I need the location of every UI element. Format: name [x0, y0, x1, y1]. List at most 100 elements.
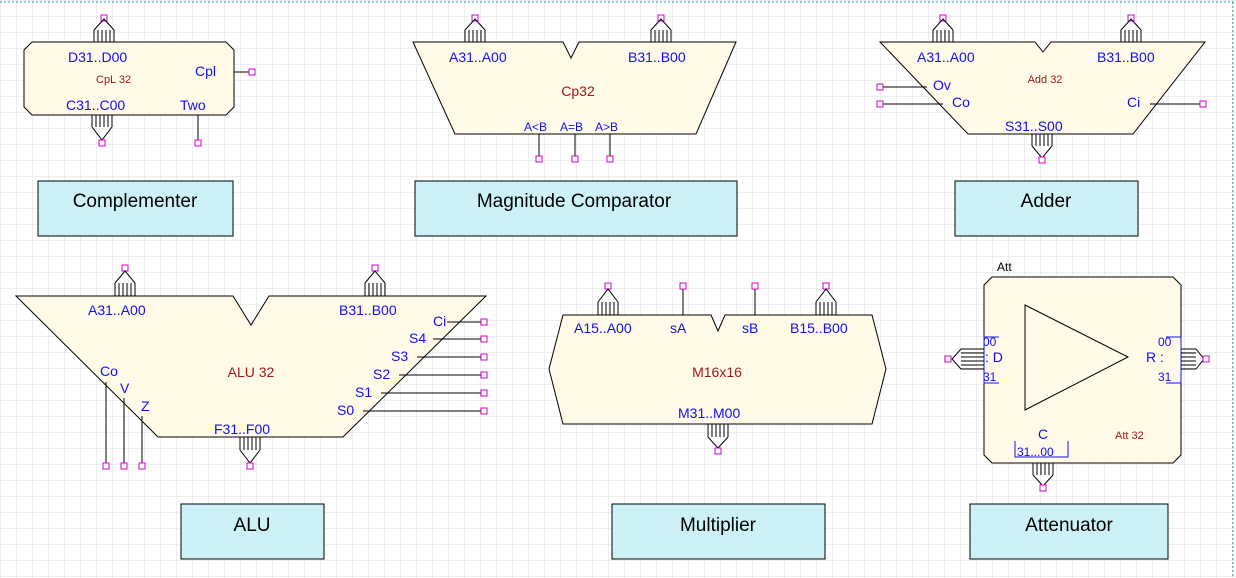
- bus-connector-b[interactable]: [1120, 14, 1142, 42]
- comparator-component[interactable]: A31..A00 B31..B00 Cp32 A<B A=B A>B Magni…: [412, 14, 738, 237]
- pin-ci[interactable]: [1199, 100, 1207, 108]
- multiplier-caption-box: [611, 503, 826, 560]
- bus-connector-b[interactable]: [650, 14, 672, 42]
- pin-label-s2: S2: [373, 366, 390, 382]
- adder-caption-box: [954, 180, 1139, 237]
- attenuator-caption: Attenuator: [1025, 515, 1113, 536]
- pin-s1[interactable]: [480, 389, 488, 397]
- pin-label-a: A15..A00: [574, 320, 632, 336]
- pin-label-co: Co: [952, 94, 970, 110]
- pin-ov[interactable]: [876, 83, 884, 91]
- pin-label-d-bottom: 31: [983, 370, 997, 384]
- pin-label-s0: S0: [337, 402, 354, 418]
- pin-label-d: D31..D00: [68, 49, 127, 65]
- alu-body[interactable]: [14, 295, 488, 438]
- pin-co[interactable]: [876, 100, 884, 108]
- bus-connector-a[interactable]: [464, 14, 486, 42]
- bus-connector-b[interactable]: [364, 264, 386, 296]
- pin-label-co: Co: [100, 363, 118, 379]
- bus-connector-bottom[interactable]: [91, 115, 113, 147]
- r-bracket: [1166, 336, 1182, 384]
- pin-v[interactable]: [120, 462, 128, 470]
- attenuator-component[interactable]: Att 00 : D 31 00 R : 31 C 31...00: [944, 260, 1210, 560]
- pin-label-cpl: Cpl: [195, 63, 216, 79]
- pin-label-r-top: 00: [1158, 335, 1172, 349]
- pin-co[interactable]: [102, 462, 110, 470]
- pin-sb[interactable]: [751, 282, 759, 290]
- pin-label-s: S31..S00: [1005, 118, 1063, 134]
- pin-label-ov: Ov: [933, 77, 951, 93]
- adder-body[interactable]: [878, 41, 1207, 135]
- complementer-caption: Complementer: [73, 191, 198, 212]
- alu-component[interactable]: A31..A00 B31..B00 Ci S4 S3 S2 S1 S0 ALU …: [14, 264, 488, 560]
- pin-label-d-top: 00: [983, 335, 997, 349]
- adder-component[interactable]: A31..A00 B31..B00 Add 32 Ov Co Ci S31..S…: [876, 14, 1207, 237]
- bus-connector-a[interactable]: [114, 264, 136, 296]
- pin-label-r: R :: [1146, 349, 1164, 365]
- component-name: CpL 32: [96, 74, 131, 86]
- d-bracket: [983, 336, 999, 384]
- pin-two[interactable]: [194, 139, 202, 147]
- pin-label-sa: sA: [670, 320, 687, 336]
- component-name: Cp32: [561, 83, 595, 99]
- pin-label-a: A31..A00: [88, 302, 146, 318]
- pin-sa[interactable]: [679, 282, 687, 290]
- pin-label-v: V: [120, 380, 130, 396]
- pin-s0[interactable]: [480, 407, 488, 415]
- attenuator-body[interactable]: [983, 276, 1182, 464]
- pin-label-gt: A>B: [595, 120, 618, 134]
- pin-label-s4: S4: [409, 330, 426, 346]
- pin-z[interactable]: [138, 462, 146, 470]
- pin-s4[interactable]: [480, 335, 488, 343]
- component-name: M16x16: [692, 364, 742, 380]
- pin-label-c: C: [1038, 426, 1048, 442]
- pin-label-c: C31..C00: [66, 97, 125, 113]
- pin-gt[interactable]: [606, 155, 614, 163]
- bus-connector-top[interactable]: [93, 14, 115, 42]
- complementer-component[interactable]: D31..D00 CpL 32 Cpl C31..C00 Two Complem…: [23, 14, 256, 237]
- bus-connector-c[interactable]: [1032, 463, 1054, 492]
- pin-label-m: M31..M00: [678, 405, 740, 421]
- pin-label-two: Two: [180, 97, 206, 113]
- pin-label-s3: S3: [391, 348, 408, 364]
- pin-label-b: B31..B00: [1097, 49, 1155, 65]
- comparator-body[interactable]: [412, 41, 737, 135]
- pin-label-f: F31..F00: [214, 421, 270, 437]
- pin-cpl[interactable]: [248, 68, 256, 76]
- multiplier-caption: Multiplier: [680, 515, 757, 536]
- bus-connector-a[interactable]: [932, 14, 954, 42]
- triangle-symbol: [1024, 304, 1130, 411]
- pin-eq[interactable]: [571, 155, 579, 163]
- pin-lt[interactable]: [535, 155, 543, 163]
- multiplier-body[interactable]: [548, 314, 887, 425]
- alu-caption: ALU: [234, 515, 271, 536]
- pin-ci[interactable]: [480, 318, 488, 326]
- pin-label-c-range: 31...00: [1017, 445, 1054, 459]
- complementer-caption-box: [37, 180, 234, 237]
- bus-connector-d[interactable]: [944, 348, 984, 370]
- bus-connector-s[interactable]: [1031, 134, 1053, 164]
- bus-connector-m[interactable]: [707, 424, 729, 455]
- comparator-caption-box: [414, 180, 738, 237]
- pin-label-ci: Ci: [1127, 94, 1140, 110]
- bus-connector-r[interactable]: [1181, 348, 1210, 370]
- pin-label-b: B31..B00: [339, 302, 397, 318]
- c-bracket: [1014, 441, 1069, 458]
- pin-label-b: B15..B00: [790, 320, 848, 336]
- pin-label-a: A31..A00: [917, 49, 975, 65]
- pin-s2[interactable]: [480, 371, 488, 379]
- pin-label-z: Z: [141, 398, 150, 414]
- pin-label-s1: S1: [355, 384, 372, 400]
- bus-connector-a[interactable]: [597, 282, 619, 315]
- attenuator-label: Att: [997, 260, 1012, 274]
- bus-connector-f[interactable]: [239, 437, 261, 470]
- multiplier-component[interactable]: A15..A00 sA sB B15..B00 M16x16 M31..M00 …: [548, 282, 887, 560]
- component-name: Add 32: [1028, 74, 1063, 86]
- complementer-body[interactable]: [23, 41, 235, 116]
- pin-s3[interactable]: [480, 353, 488, 361]
- bus-connector-b[interactable]: [815, 282, 837, 315]
- pin-label-r-bottom: 31: [1158, 370, 1172, 384]
- component-name: ALU 32: [228, 364, 275, 380]
- pin-label-a: A31..A00: [449, 49, 507, 65]
